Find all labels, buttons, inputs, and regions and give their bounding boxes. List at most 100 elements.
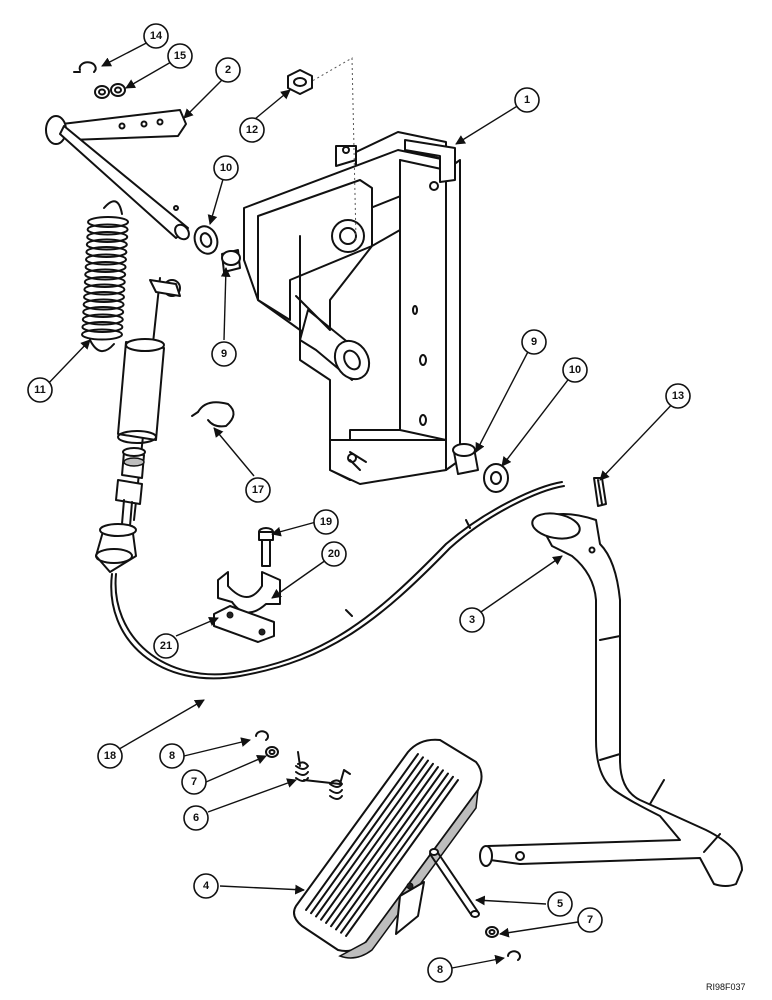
- part-4-pedal-pad: [293, 738, 483, 959]
- callout-7-lower: 7: [577, 907, 603, 933]
- spring-coil: [86, 223, 129, 236]
- svg-text:2: 2: [225, 64, 231, 76]
- spring-coil: [81, 328, 123, 341]
- part-7-washer-upper: [265, 746, 279, 758]
- part-8-e-clip-lower: [507, 950, 521, 961]
- svg-text:13: 13: [672, 390, 684, 402]
- part-21-clamp-plate: [213, 605, 275, 643]
- svg-text:7: 7: [191, 776, 197, 788]
- svg-text:10: 10: [220, 162, 232, 174]
- spring-coil: [85, 253, 127, 266]
- part-19-bolt: [258, 527, 274, 567]
- callout-7-upper: 7: [181, 769, 207, 795]
- spring-coil: [85, 238, 128, 251]
- part-14-e-clip: [73, 61, 97, 73]
- callout-5: 5: [547, 891, 573, 917]
- svg-text:5: 5: [557, 898, 563, 910]
- callout-11: 11: [27, 377, 53, 403]
- svg-text:14: 14: [150, 30, 163, 42]
- svg-text:9: 9: [531, 336, 537, 348]
- part-1-pedal-bracket: [243, 131, 461, 485]
- part-10-washer-upper: [193, 225, 219, 255]
- callout-12: 12: [239, 117, 265, 143]
- part-12-nut: [287, 69, 313, 95]
- part-3-pedal-lever: [479, 512, 743, 887]
- callout-21: 21: [153, 633, 179, 659]
- svg-text:11: 11: [34, 384, 46, 396]
- pedal-rib: [345, 779, 459, 937]
- spring-coil: [82, 298, 125, 311]
- pedal-rib: [340, 775, 454, 934]
- part-9-bushing-upper: [221, 249, 241, 273]
- spring-coil: [87, 216, 129, 228]
- callout-13: 13: [665, 383, 691, 409]
- part-11-return-spring: [81, 200, 129, 352]
- spring-coil: [86, 231, 129, 243]
- spring-coil: [83, 276, 126, 288]
- svg-text:10: 10: [569, 364, 581, 376]
- callout-9-lower: 9: [521, 329, 547, 355]
- svg-text:8: 8: [169, 750, 175, 762]
- spring-coil: [81, 321, 124, 333]
- part-10-washer-lower: [483, 463, 509, 493]
- callout-4: 4: [193, 873, 219, 899]
- callout-19: 19: [313, 509, 339, 535]
- part-2-pivot-shaft: [45, 109, 190, 241]
- part-7-washer-lower: [485, 926, 499, 938]
- pedal-rib: [335, 772, 449, 931]
- callout-10-lower: 10: [562, 357, 588, 383]
- callout-14: 14: [143, 23, 169, 49]
- svg-text:12: 12: [246, 124, 258, 136]
- callout-17: 17: [245, 477, 271, 503]
- callout-9-upper: 9: [211, 341, 237, 367]
- callout-18: 18: [97, 743, 123, 769]
- svg-text:20: 20: [328, 548, 340, 560]
- svg-text:18: 18: [104, 750, 116, 762]
- pedal-rib: [330, 769, 444, 928]
- figure-code: RI98F037: [706, 982, 746, 992]
- part-13-roll-pin: [593, 477, 607, 507]
- svg-text:4: 4: [203, 880, 210, 892]
- pedal-rib: [310, 756, 424, 915]
- pedal-rib: [320, 762, 434, 921]
- spring-coil: [84, 261, 127, 273]
- svg-text:15: 15: [174, 50, 186, 62]
- part-9-bushing-lower: [452, 443, 479, 475]
- spring-coil: [82, 306, 125, 318]
- svg-text:7: 7: [587, 914, 593, 926]
- svg-text:21: 21: [160, 640, 172, 652]
- part-17-retaining-clip: [191, 401, 235, 428]
- svg-text:8: 8: [437, 964, 443, 976]
- spring-coil: [85, 246, 128, 258]
- callout-8-upper: 8: [159, 743, 185, 769]
- svg-text:3: 3: [469, 614, 475, 626]
- callout-3: 3: [459, 607, 485, 633]
- svg-text:6: 6: [193, 812, 199, 824]
- callout-6: 6: [183, 805, 209, 831]
- part-8-e-clip-upper: [255, 730, 269, 741]
- svg-text:17: 17: [252, 484, 264, 496]
- callout-2: 2: [215, 57, 241, 83]
- part-18-throttle-cable: [110, 481, 565, 680]
- pedal-rib: [315, 759, 429, 918]
- spring-coil: [83, 283, 126, 296]
- callout-8-lower: 8: [427, 957, 453, 983]
- spring-coil: [83, 291, 125, 303]
- svg-text:1: 1: [524, 94, 530, 106]
- leader-lines: [43, 37, 679, 969]
- svg-text:19: 19: [320, 516, 332, 528]
- callout-15: 15: [167, 43, 193, 69]
- spring-coil: [81, 313, 124, 326]
- spring-coil: [84, 268, 127, 281]
- part-5-pivot-pin: [429, 848, 480, 918]
- alignment-line: [299, 57, 357, 241]
- pedal-rib: [305, 753, 419, 911]
- pedal-rib: [325, 766, 439, 924]
- svg-text:9: 9: [221, 348, 227, 360]
- callout-1: 1: [514, 87, 540, 113]
- callout-20: 20: [321, 541, 347, 567]
- cable-damper-assembly: [95, 277, 181, 573]
- part-6-torsion-spring: [295, 751, 351, 800]
- part-15-washers: [94, 83, 126, 99]
